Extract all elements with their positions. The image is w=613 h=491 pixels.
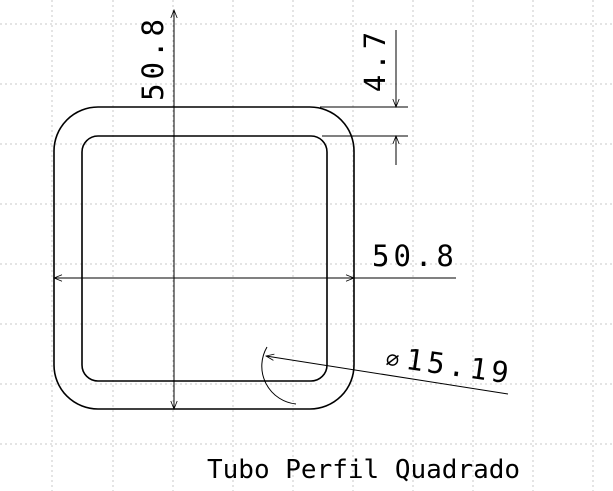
- tube-outer-profile: [53, 106, 355, 410]
- wall-thickness-dimension: 4.7: [320, 28, 408, 165]
- width-dimension: 50.8: [54, 239, 458, 278]
- drawing-title: Tubo Perfil Quadrado: [207, 455, 520, 485]
- height-dimension: 50.8: [136, 10, 174, 409]
- width-dimension-label: 50.8: [372, 239, 458, 273]
- corner-diameter-label: 15.19: [404, 342, 515, 391]
- corner-diameter-leader: [266, 356, 509, 395]
- tube-inner-profile: [81, 135, 328, 382]
- diameter-symbol: ⌀: [384, 347, 401, 374]
- wall-thickness-label: 4.7: [358, 28, 392, 92]
- corner-diameter-callout: ⌀ 15.19: [261, 342, 515, 405]
- corner-radius-arc: [261, 346, 297, 405]
- height-dimension-label: 50.8: [136, 15, 170, 101]
